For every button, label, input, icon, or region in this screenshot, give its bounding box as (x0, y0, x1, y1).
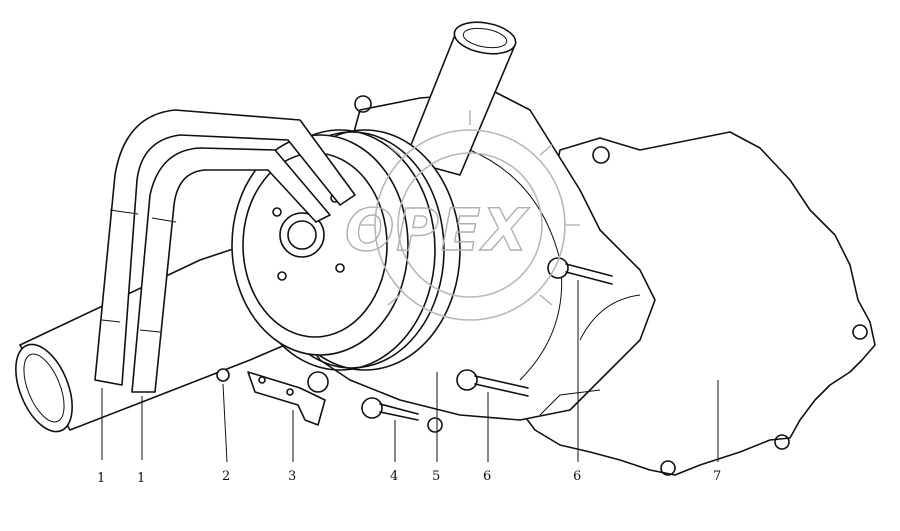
outlet-pipe (404, 21, 517, 176)
bypass-hoses (94, 109, 356, 393)
nut-part-2 (216, 368, 230, 382)
callout-6b: 6 (573, 469, 581, 484)
bracket-part-3 (247, 371, 329, 426)
callout-labels: 1 1 2 3 4 5 6 6 7 (97, 469, 721, 486)
callout-3: 3 (288, 469, 296, 484)
callout-1b: 1 (137, 471, 145, 486)
callout-7: 7 (713, 469, 721, 484)
callout-5: 5 (432, 469, 440, 484)
bolt-part-6-upper (547, 257, 613, 285)
callout-2: 2 (222, 469, 230, 484)
bolt-part-6-lower (456, 369, 529, 397)
bolt-part-4 (361, 397, 419, 421)
pump-pulley (231, 129, 461, 371)
callout-6a: 6 (483, 469, 491, 484)
callout-1a: 1 (97, 471, 105, 486)
watermark-text: OPEX (345, 196, 530, 264)
opex-watermark: OPEX (344, 110, 580, 321)
callout-4: 4 (390, 469, 398, 484)
leader-lines (101, 280, 719, 463)
